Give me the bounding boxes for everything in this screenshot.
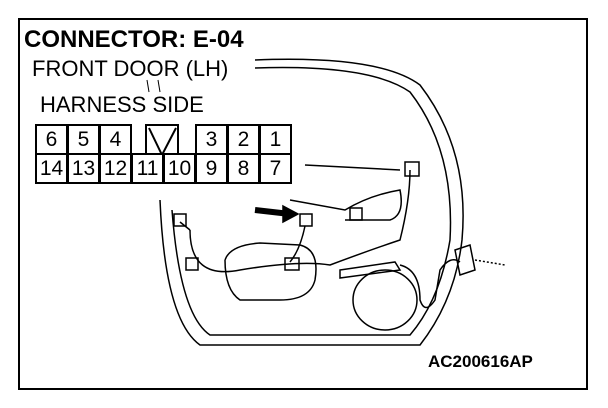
pin-6: 6 — [35, 124, 68, 155]
pin-12: 12 — [99, 153, 132, 184]
connector-key — [145, 124, 179, 157]
pin-4: 4 — [99, 124, 132, 155]
pin-14: 14 — [35, 153, 68, 184]
pin-7: 7 — [259, 153, 292, 184]
pin-13: 13 — [67, 153, 100, 184]
pin-10: 10 — [163, 153, 196, 184]
diagram-frame — [18, 18, 588, 390]
pin-5: 5 — [67, 124, 100, 155]
pin-1: 1 — [259, 124, 292, 155]
pin-9: 9 — [195, 153, 228, 184]
connector-location: FRONT DOOR (LH) — [32, 56, 229, 81]
pin-2: 2 — [227, 124, 260, 155]
connector-title: CONNECTOR: E-04 — [24, 26, 244, 53]
pin-11: 11 — [131, 153, 164, 184]
figure-code: AC200616AP — [428, 352, 533, 371]
pin-3: 3 — [195, 124, 228, 155]
pin-8: 8 — [227, 153, 260, 184]
view-label: HARNESS SIDE — [40, 92, 204, 117]
